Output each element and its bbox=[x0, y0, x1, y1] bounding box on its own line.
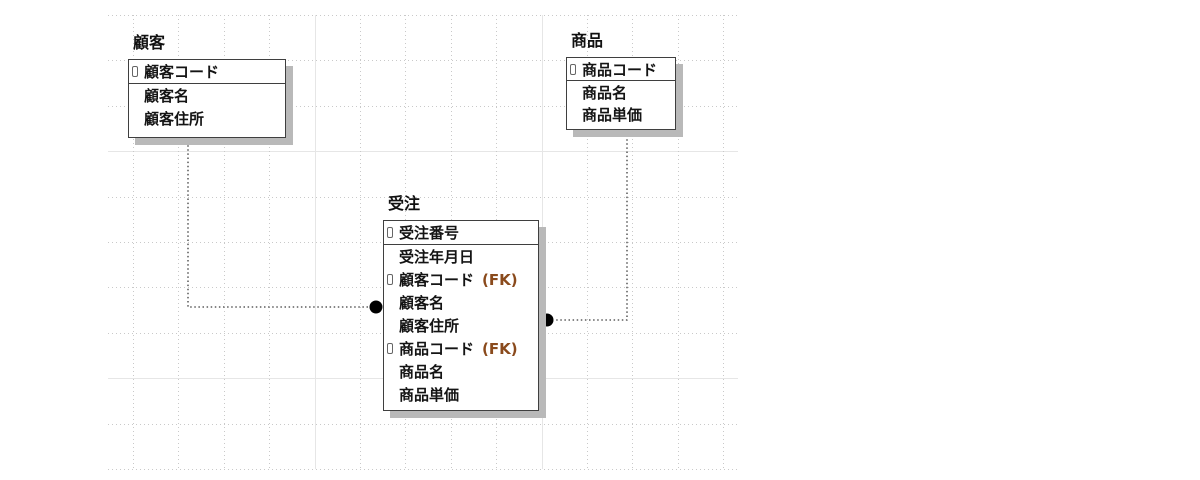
icon-spacer bbox=[387, 389, 393, 400]
entity-field-row[interactable]: 受注年月日 bbox=[384, 245, 538, 268]
entity-field-row[interactable]: 商品名 bbox=[384, 360, 538, 383]
icon-spacer bbox=[132, 113, 138, 124]
field-name: 顧客コード bbox=[399, 271, 475, 289]
icon-spacer bbox=[570, 87, 576, 98]
pk-section: 商品コード bbox=[567, 58, 675, 81]
entity-title: 顧客 bbox=[133, 33, 166, 52]
field-name: 商品単価 bbox=[582, 105, 643, 124]
entity-order[interactable]: 受注 受注番号 受注年月日顧客コード(FK)顧客名顧客住所商品コード(FK)商品… bbox=[383, 195, 539, 411]
entity-field-row[interactable]: 受注番号 bbox=[384, 221, 538, 244]
pk-section: 受注番号 bbox=[384, 221, 538, 245]
attr-section: 顧客名顧客住所 bbox=[129, 84, 285, 137]
field-name: 顧客名 bbox=[399, 294, 445, 312]
pk-section: 顧客コード bbox=[129, 60, 285, 84]
icon-spacer bbox=[387, 297, 393, 308]
entity-title: 受注 bbox=[388, 194, 421, 213]
field-name: 商品コード bbox=[582, 60, 658, 79]
field-name: 受注番号 bbox=[399, 224, 460, 242]
entity-field-row[interactable]: 顧客名 bbox=[384, 291, 538, 314]
key-icon bbox=[570, 63, 576, 75]
entity-product[interactable]: 商品 商品コード 商品名商品単価 bbox=[566, 32, 676, 130]
cardinality-dot-icon[interactable] bbox=[369, 300, 383, 314]
key-icon bbox=[387, 343, 393, 354]
entity-box[interactable]: 顧客コード 顧客名顧客住所 bbox=[128, 59, 286, 138]
icon-spacer bbox=[570, 109, 576, 120]
field-name: 顧客住所 bbox=[399, 317, 460, 335]
entity-field-row[interactable]: 商品コード bbox=[567, 58, 675, 80]
fk-tag: (FK) bbox=[482, 339, 518, 358]
key-icon bbox=[132, 66, 138, 77]
field-name: 顧客住所 bbox=[144, 110, 205, 128]
field-name: 受注年月日 bbox=[399, 248, 475, 266]
entity-field-row[interactable]: 顧客住所 bbox=[384, 314, 538, 337]
entity-box[interactable]: 受注番号 受注年月日顧客コード(FK)顧客名顧客住所商品コード(FK)商品名商品… bbox=[383, 220, 539, 411]
attr-section: 商品名商品単価 bbox=[567, 81, 675, 129]
key-icon bbox=[387, 274, 393, 285]
entity-field-row[interactable]: 顧客コード bbox=[129, 60, 285, 83]
entity-field-row[interactable]: 商品単価 bbox=[384, 383, 538, 406]
relationship-line-product-order[interactable] bbox=[554, 131, 628, 321]
entity-customer[interactable]: 顧客 顧客コード 顧客名顧客住所 bbox=[128, 34, 286, 138]
icon-spacer bbox=[387, 251, 393, 262]
relationship-line-customer-order[interactable] bbox=[187, 137, 369, 308]
entity-field-row[interactable]: 商品コード (FK) bbox=[384, 337, 538, 360]
field-name: 商品コード bbox=[399, 340, 475, 358]
field-name: 商品単価 bbox=[399, 386, 460, 404]
field-name: 顧客名 bbox=[144, 87, 190, 105]
field-name: 商品名 bbox=[399, 363, 445, 381]
key-icon bbox=[387, 227, 393, 238]
field-name: 顧客コード bbox=[144, 63, 220, 81]
entity-field-row[interactable]: 顧客名 bbox=[129, 84, 285, 107]
attr-section: 受注年月日顧客コード (FK) 顧客名顧客住所商品コード (FK) 商品名商品単価 bbox=[384, 245, 538, 410]
fk-tag: (FK) bbox=[482, 270, 518, 289]
icon-spacer bbox=[387, 366, 393, 377]
icon-spacer bbox=[132, 90, 138, 101]
entity-field-row[interactable]: 顧客コード (FK) bbox=[384, 268, 538, 291]
cardinality-dot-icon[interactable] bbox=[540, 313, 554, 327]
field-name: 商品名 bbox=[582, 83, 628, 102]
entity-title: 商品 bbox=[571, 31, 604, 50]
entity-field-row[interactable]: 商品名 bbox=[567, 81, 675, 103]
icon-spacer bbox=[387, 320, 393, 331]
entity-field-row[interactable]: 顧客住所 bbox=[129, 107, 285, 130]
entity-field-row[interactable]: 商品単価 bbox=[567, 103, 675, 125]
entity-box[interactable]: 商品コード 商品名商品単価 bbox=[566, 57, 676, 130]
